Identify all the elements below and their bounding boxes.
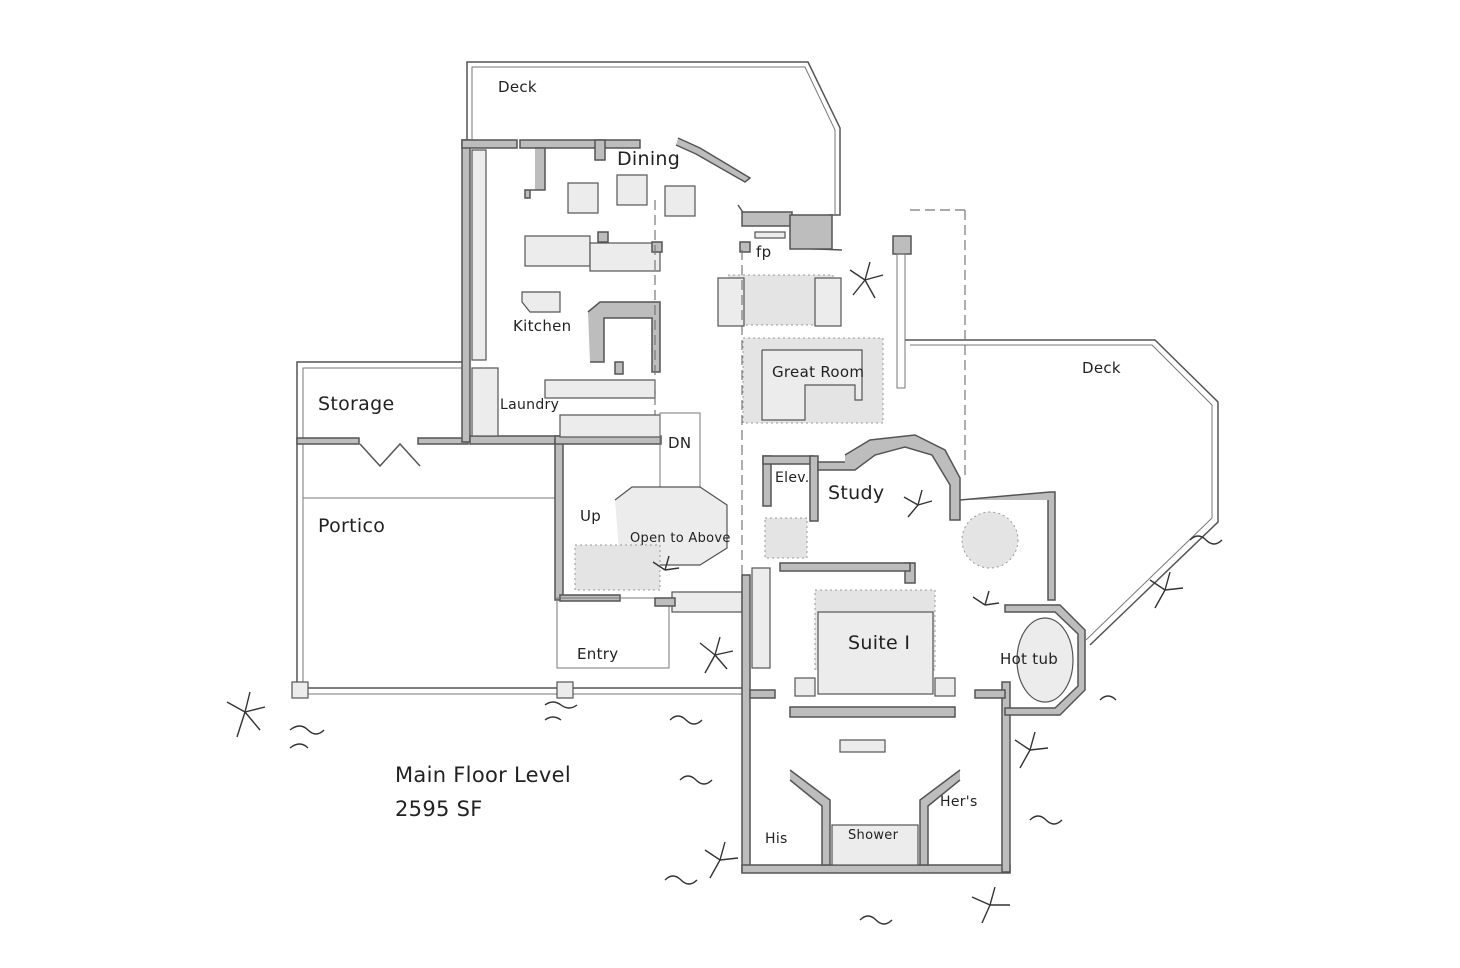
caption-area: 2595 SF xyxy=(395,797,483,821)
label-shower: Shower xyxy=(848,828,899,843)
caption-level: Main Floor Level xyxy=(395,763,571,787)
plant-icons xyxy=(226,261,1223,925)
column-pad xyxy=(291,681,309,699)
hot-tub-enclosure xyxy=(1004,604,1086,716)
label-kitchen: Kitchen xyxy=(513,317,572,335)
label-deck-east: Deck xyxy=(1082,359,1121,377)
label-hot-tub: Hot tub xyxy=(1000,650,1059,668)
label-entry: Entry xyxy=(577,645,619,663)
hot-tub xyxy=(1016,617,1074,703)
label-suite: Suite I xyxy=(848,632,911,654)
north-deck-outline xyxy=(466,61,841,216)
column-pad xyxy=(556,681,574,699)
label-fireplace: fp xyxy=(756,243,772,261)
label-great-room: Great Room xyxy=(772,363,865,381)
label-laundry: Laundry xyxy=(500,397,560,413)
label-study: Study xyxy=(828,482,885,504)
label-elevator: Elev. xyxy=(775,470,810,486)
label-his: His xyxy=(765,831,788,847)
label-portico: Portico xyxy=(318,515,386,537)
label-dining: Dining xyxy=(617,148,681,170)
label-hers: Her's xyxy=(940,794,978,810)
storage-outline xyxy=(296,361,465,688)
label-storage: Storage xyxy=(318,393,395,415)
label-deck-north: Deck xyxy=(498,78,537,96)
label-open-to-above: Open to Above xyxy=(630,531,731,546)
label-stair-up: Up xyxy=(580,507,602,525)
east-deck-outline xyxy=(905,339,1219,646)
label-stair-down: DN xyxy=(668,434,692,452)
